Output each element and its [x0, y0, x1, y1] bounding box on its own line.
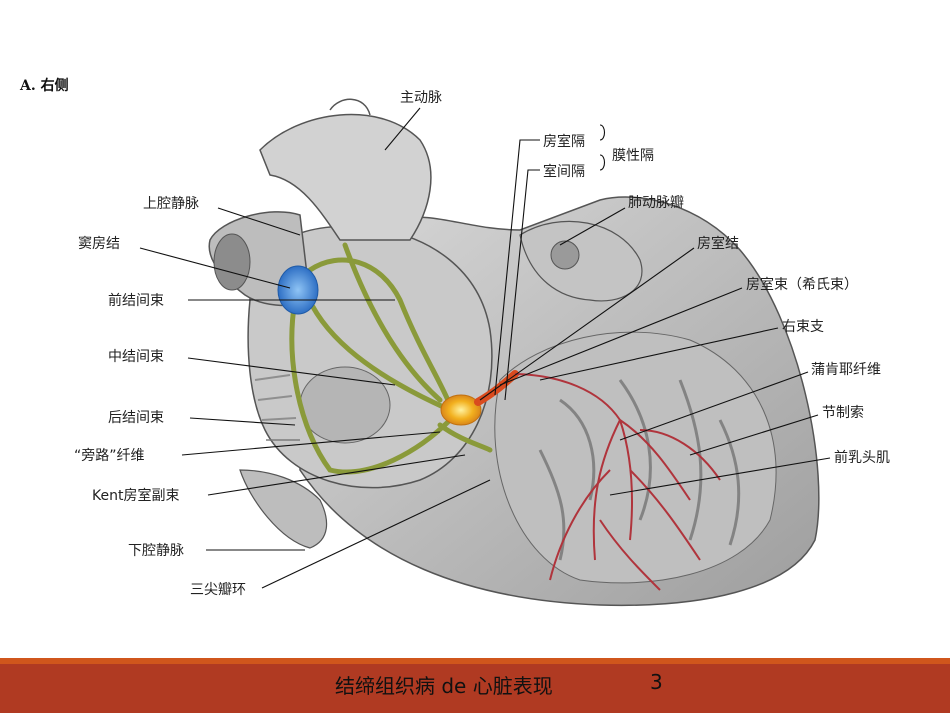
label-middle-internodal: 中结间束 [108, 349, 164, 365]
kent-tract [437, 422, 493, 453]
label-aorta: 主动脉 [400, 90, 442, 106]
pulmonary-trunk [519, 220, 643, 302]
footer-background [0, 664, 950, 713]
inferior-vena-cava-vessel [239, 469, 328, 549]
label-av-node: 房室结 [697, 235, 739, 252]
label-anterior-papillary: 前乳头肌 [834, 449, 890, 466]
label-right-bundle-branch: 右束支 [782, 319, 824, 335]
leader-lines [139, 107, 831, 589]
label-interventricular-septum: 室间隔 [543, 163, 585, 180]
ventricle-cavity [494, 331, 777, 584]
label-superior-vena-cava: 上腔静脉 [143, 196, 199, 212]
pectinate-muscles [254, 374, 300, 441]
heart-conduction-diagram: A. 右侧 主动脉 房室隔 膜 [19, 77, 890, 607]
label-pulmonary-valve: 肺动脉瓣 [628, 195, 684, 211]
label-posterior-internodal: 后结间束 [108, 410, 164, 426]
sinoatrial-node [277, 265, 319, 315]
label-bypass-fibers: “旁路”纤维 [74, 447, 145, 464]
label-sinoatrial-node: 窦房结 [78, 236, 120, 252]
label-kent-bundle: Kent房室副束 [92, 487, 179, 504]
label-moderator-band: 节制索 [822, 404, 864, 421]
label-membranous-septum: 膜性隔 [612, 148, 654, 164]
heart-illustration [208, 98, 820, 607]
atrioventricular-node [440, 394, 482, 426]
label-his-bundle: 房室束（希氏束） [746, 276, 858, 293]
label-av-septum: 房室隔 [543, 133, 585, 150]
label-inferior-vena-cava: 下腔静脉 [128, 543, 184, 559]
conduction-system [277, 242, 721, 591]
bypass-tract [342, 242, 443, 403]
footer-accent-stripe [0, 658, 950, 664]
posterior-internodal-tract [289, 297, 453, 475]
purkinje-network [514, 373, 721, 591]
label-tricuspid-annulus: 三尖瓣环 [190, 582, 246, 598]
page-number: 3 [650, 670, 663, 694]
label-anterior-internodal: 前结间束 [108, 292, 164, 309]
anterior-internodal-tract [307, 257, 453, 408]
footer-bar: 结缔组织病 de 心脏表现 3 [0, 658, 950, 713]
figure-heading: A. 右侧 [19, 77, 69, 94]
footer-title: 结缔组织病 de 心脏表现 [335, 674, 553, 698]
labels: 主动脉 房室隔 膜性隔 室间隔 上腔静脉 肺动脉瓣 窦房结 房室结 房室束（希氏… [74, 90, 890, 598]
label-purkinje: 蒲肯耶纤维 [811, 362, 881, 378]
